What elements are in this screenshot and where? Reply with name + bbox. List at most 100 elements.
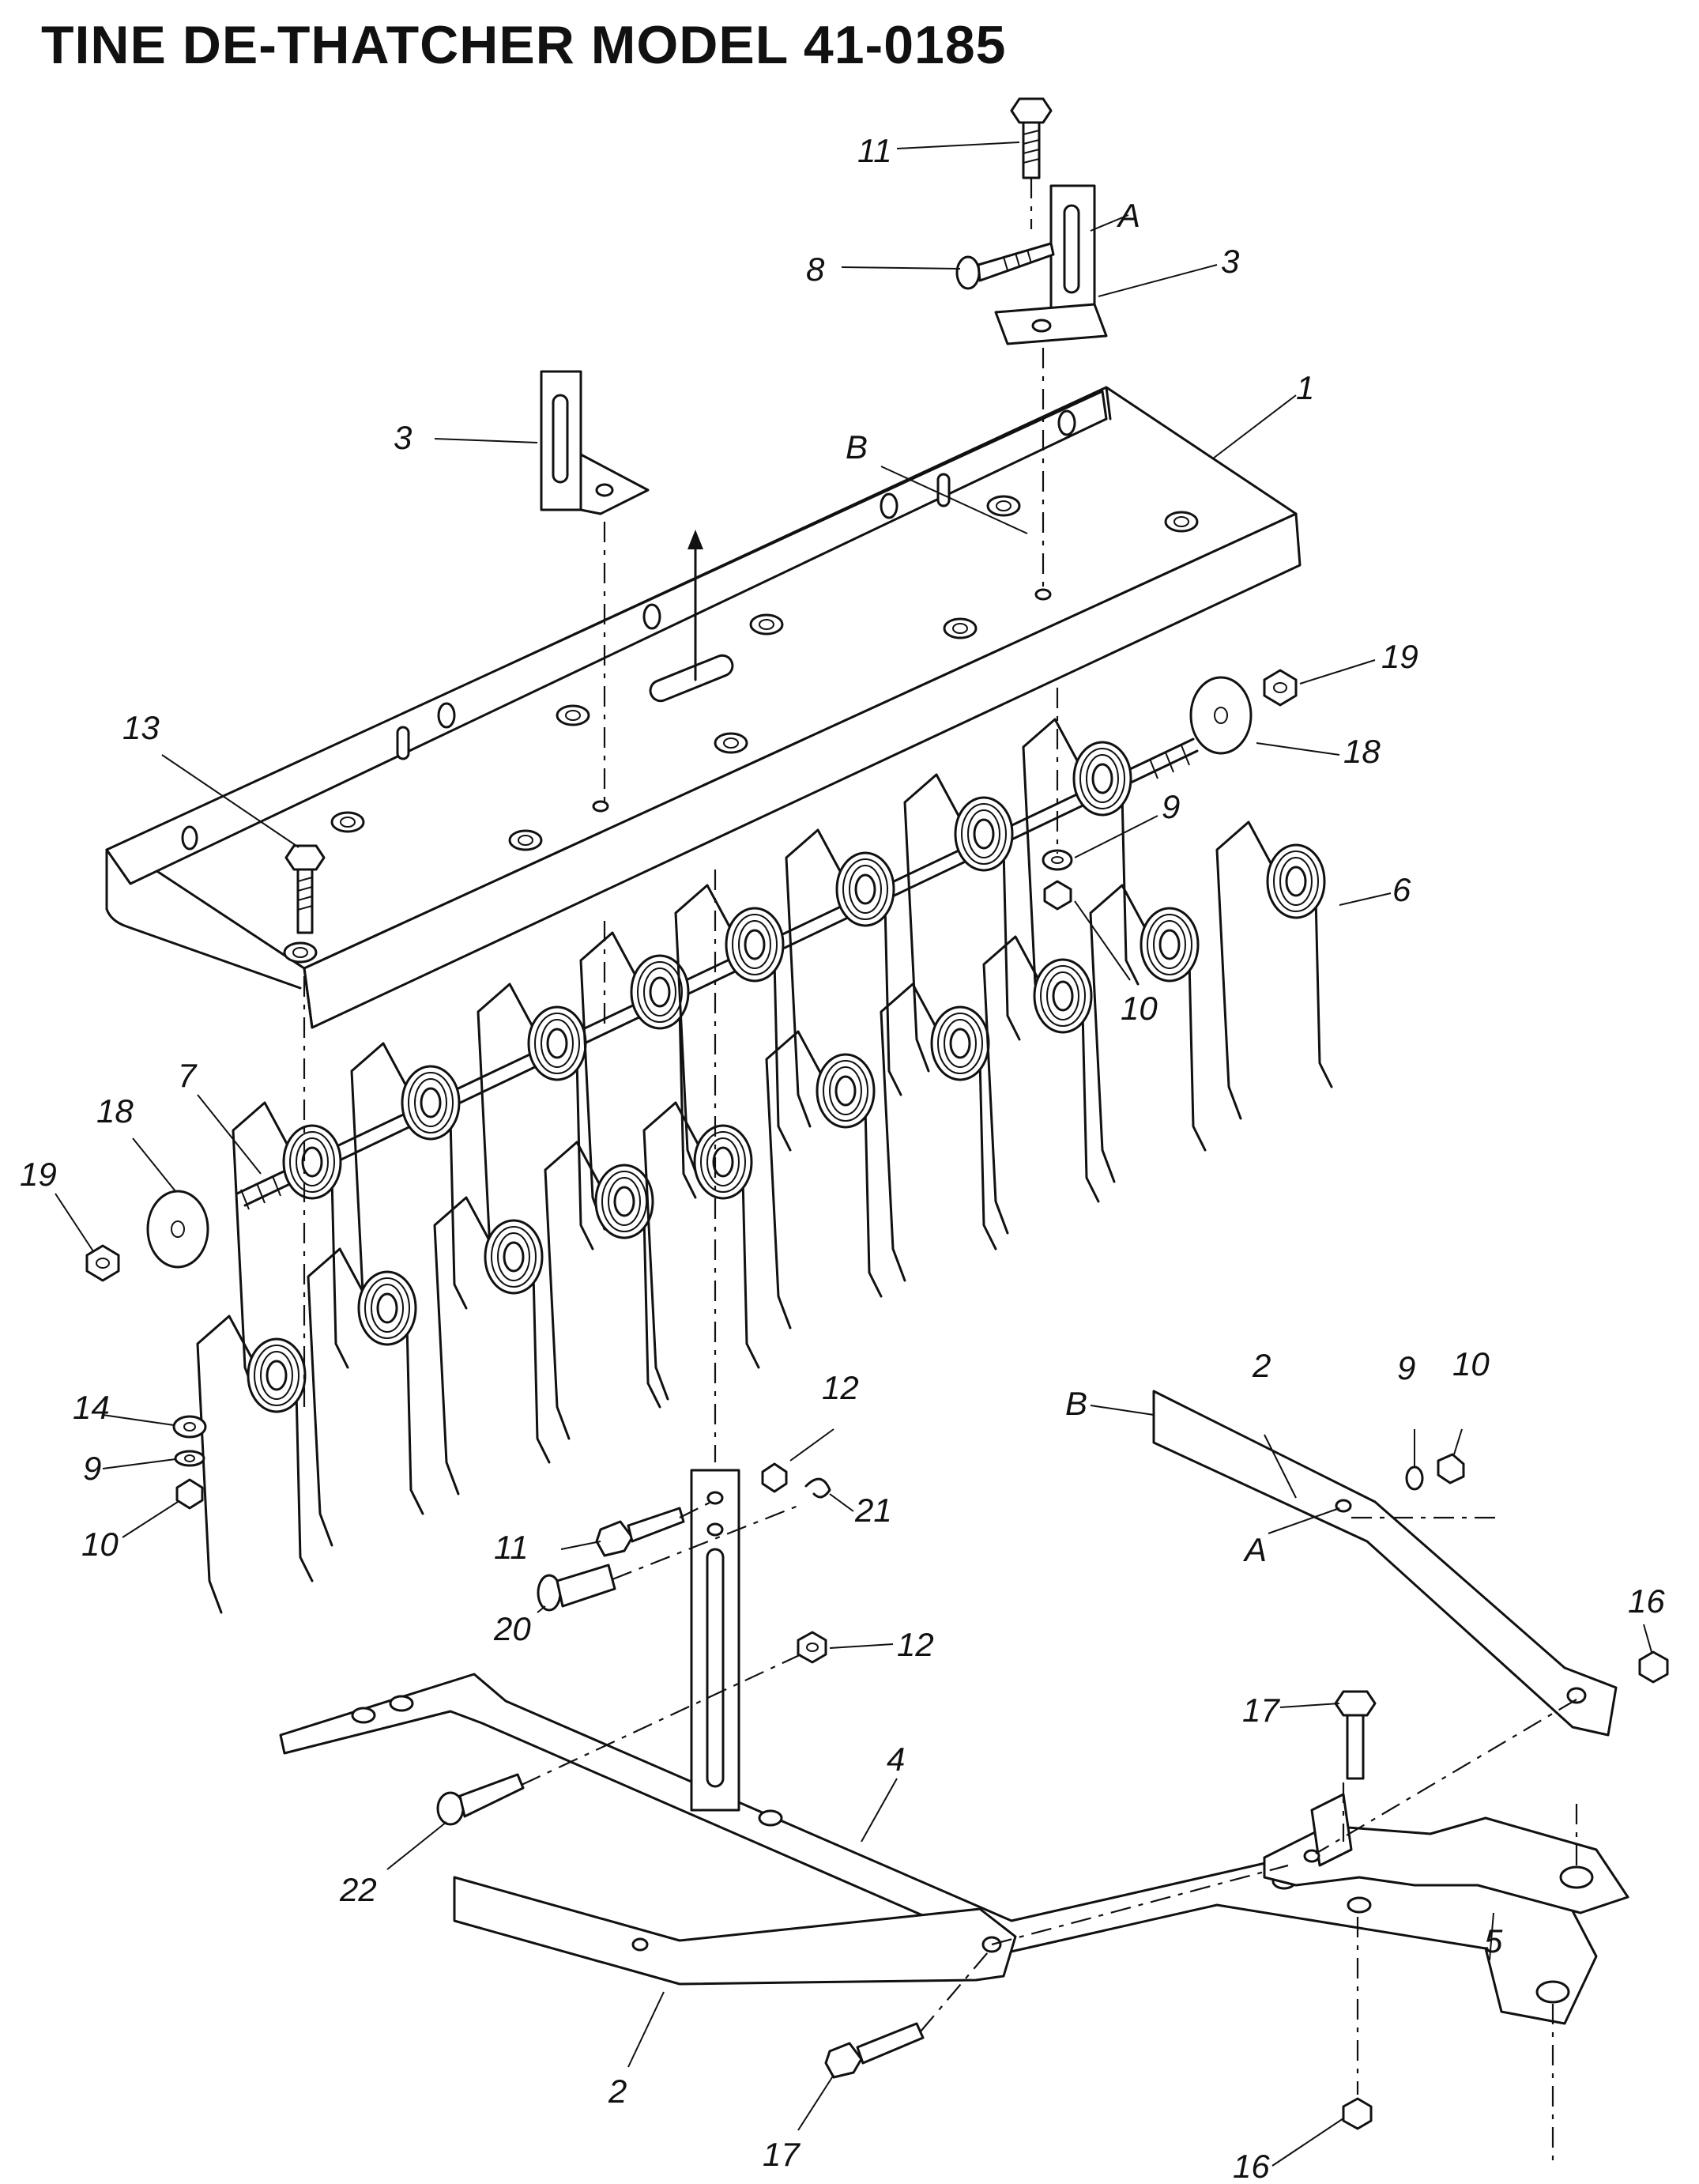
callout-3: 3 <box>1221 243 1239 280</box>
tine-coil <box>725 907 785 983</box>
callout-10: 10 <box>81 1526 119 1563</box>
tine-coil <box>484 1219 544 1295</box>
callout-19: 19 <box>20 1156 57 1193</box>
tine-leg <box>232 1101 349 1401</box>
nut-12-top <box>761 1462 788 1493</box>
tine-coil <box>247 1337 307 1413</box>
nut-19-left <box>85 1244 120 1282</box>
tine-coil <box>816 1053 876 1129</box>
tine-leg <box>642 1101 760 1401</box>
tine-leg <box>1089 884 1207 1183</box>
tine-coil <box>1140 907 1200 983</box>
diagram-title: TINE DE-THATCHER MODEL 41-0185 <box>41 15 1007 75</box>
carriage-bolt-22 <box>436 1773 525 1826</box>
tine-leg <box>579 931 697 1231</box>
callout-A: A <box>1242 1531 1267 1568</box>
part-6-tines <box>196 718 1333 1614</box>
tine-coil <box>1266 843 1326 919</box>
callout-14: 14 <box>73 1389 110 1426</box>
callout-10: 10 <box>1121 990 1158 1027</box>
callout-17: 17 <box>1242 1692 1280 1729</box>
callout-7: 7 <box>178 1057 198 1094</box>
nut-12-mid <box>797 1631 827 1664</box>
tine-coil <box>282 1124 342 1200</box>
callout-9: 9 <box>1162 788 1180 825</box>
leader-lines <box>55 141 1652 2167</box>
washer-9-and-nut-10-mid <box>1042 849 1073 911</box>
tine-coil <box>954 796 1014 872</box>
callout-9: 9 <box>1397 1349 1415 1386</box>
tine-leg <box>765 1030 883 1330</box>
callout-12: 12 <box>822 1369 859 1406</box>
part-4-drawbar <box>279 1469 1598 2025</box>
callout-B: B <box>1065 1385 1087 1422</box>
washer-9-nut-10-right <box>1405 1453 1465 1491</box>
tine-leg <box>674 884 792 1183</box>
nut-19-right <box>1263 669 1298 707</box>
tine-coil <box>1033 958 1093 1034</box>
callout-2: 2 <box>1252 1347 1271 1384</box>
tine-coil <box>594 1164 654 1239</box>
bolt-11-mid <box>595 1507 685 1557</box>
callout-19: 19 <box>1381 638 1418 675</box>
callout-18: 18 <box>1343 733 1381 770</box>
tine-coil <box>930 1005 990 1081</box>
callout-11: 11 <box>857 132 892 169</box>
callout-8: 8 <box>806 251 825 288</box>
nut-16-bottom <box>1342 2097 1373 2130</box>
tine-leg <box>307 1247 424 1547</box>
callout-2: 2 <box>608 2073 627 2110</box>
callout-9: 9 <box>83 1450 101 1487</box>
callout-5: 5 <box>1484 1922 1503 1960</box>
callout-22: 22 <box>339 1871 377 1908</box>
callout-12: 12 <box>897 1626 934 1663</box>
bolt-13 <box>284 844 326 934</box>
callout-3: 3 <box>394 419 412 456</box>
tine-coil <box>1072 741 1132 817</box>
callout-11: 11 <box>494 1529 529 1566</box>
tine-coil <box>693 1124 753 1200</box>
part-2-arm-bottom <box>453 1876 1017 1986</box>
tine-coil <box>401 1065 461 1141</box>
callout-13: 13 <box>122 709 160 746</box>
tine-leg <box>903 773 1021 1073</box>
callout-labels: 11 A 8 3 1 3 B 19 18 13 9 6 10 7 18 19 1… <box>20 132 1665 2184</box>
part-5-hitch <box>1263 1793 1629 1914</box>
callout-A: A <box>1116 197 1140 234</box>
tine-leg <box>982 935 1100 1235</box>
pin-21 <box>804 1477 831 1499</box>
callout-4: 4 <box>887 1741 905 1778</box>
assembly-lines <box>303 178 1578 2166</box>
hardware-left-stack <box>172 1415 207 1510</box>
clevis-pin-20 <box>537 1564 616 1612</box>
carriage-bolt-8 <box>955 242 1055 290</box>
bolt-17-mid <box>1334 1690 1377 1780</box>
callout-B: B <box>846 428 868 466</box>
tine-coil <box>357 1270 417 1346</box>
callout-16: 16 <box>1233 2148 1270 2184</box>
part-3-bracket-right <box>994 184 1108 345</box>
part-2-arm-right <box>1152 1390 1618 1737</box>
callout-17: 17 <box>763 2136 801 2173</box>
callout-16: 16 <box>1628 1582 1665 1620</box>
tine-coil <box>630 954 690 1030</box>
part-1-frame <box>105 386 1302 1029</box>
part-3-bracket-left <box>540 370 650 515</box>
tine-leg <box>196 1315 314 1614</box>
callout-18: 18 <box>96 1092 134 1130</box>
bolt-17-bottom <box>824 2022 925 2079</box>
arrow-up <box>688 530 703 681</box>
callout-20: 20 <box>493 1610 531 1647</box>
tine-leg <box>433 1196 551 1496</box>
callout-21: 21 <box>854 1492 892 1529</box>
washer-18-right <box>1189 676 1253 755</box>
tine-coil <box>527 1005 587 1081</box>
tine-leg <box>785 828 902 1128</box>
callout-10: 10 <box>1452 1345 1490 1382</box>
bolt-11-top <box>1010 97 1053 179</box>
frame-holes <box>181 409 1199 964</box>
callout-6: 6 <box>1392 871 1411 908</box>
tine-leg <box>1215 820 1333 1120</box>
nut-16-right <box>1638 1650 1669 1684</box>
